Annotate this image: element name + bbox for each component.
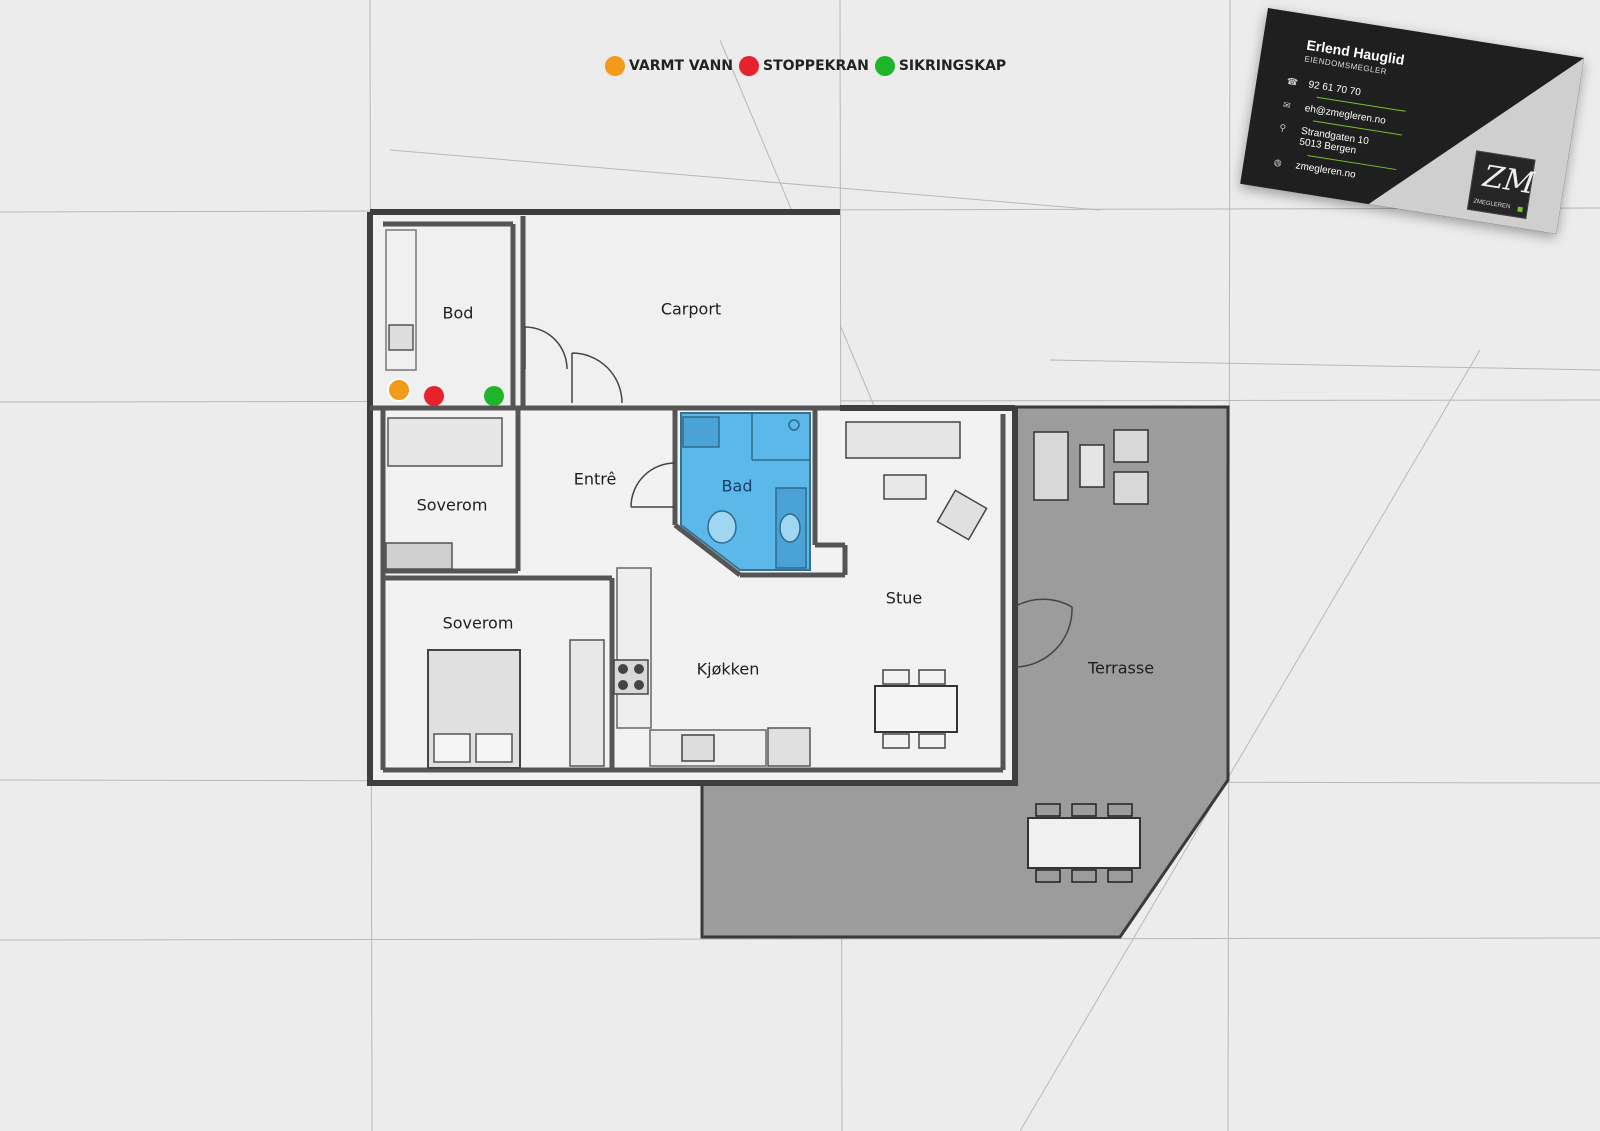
room-label-terrasse: Terrasse	[1087, 658, 1155, 678]
card-phone: 92 61 70 70	[1307, 79, 1362, 99]
terrace-chair	[1035, 803, 1061, 817]
room-label-entre: Entrê	[573, 469, 617, 489]
bath-sink	[779, 513, 801, 543]
armchair	[936, 489, 988, 541]
logo-accent-square	[1517, 206, 1523, 213]
small-bed	[387, 417, 503, 467]
dining-table	[874, 685, 958, 733]
wardrobe-small	[385, 542, 453, 570]
card-web: zmegleren.no	[1294, 160, 1357, 181]
burner	[634, 680, 644, 690]
exterior-walls	[367, 209, 1018, 786]
card-email-row: ✉ eh@zmegleren.no	[1282, 100, 1386, 127]
upper-rooms-floor	[370, 212, 840, 408]
logo-text: ZMEGLEREN	[1472, 198, 1511, 211]
red-dot-icon	[739, 56, 760, 76]
burner	[618, 664, 628, 674]
interior-walls	[370, 216, 1006, 773]
zmegleren-logo: ZM ZMEGLEREN	[1466, 150, 1537, 219]
stove	[613, 659, 649, 695]
room-label-stue: Stue	[885, 588, 923, 608]
terrace-chair	[1035, 869, 1061, 883]
terrace-dining-table	[1027, 817, 1141, 869]
burner	[618, 680, 628, 690]
legend-item-hot-water: VARMT VANN	[605, 56, 733, 76]
dining-chair	[918, 669, 946, 685]
green-dot-icon	[874, 56, 895, 76]
coffee-table	[883, 474, 927, 500]
doors	[524, 326, 1073, 668]
burner	[634, 664, 644, 674]
wardrobe-large	[569, 639, 605, 767]
pillow	[475, 733, 513, 763]
terrace-chair	[1107, 869, 1133, 883]
terrace-chair	[1071, 869, 1097, 883]
fridge	[767, 727, 811, 767]
room-label-bad: Bad	[721, 476, 753, 496]
outdoor-chair	[1113, 429, 1149, 463]
room-label-soverom-large: Soverom	[442, 613, 514, 633]
bod-sink	[388, 324, 414, 351]
card-phone-row: ☎ 92 61 70 70	[1286, 75, 1362, 99]
bath-cabinet	[682, 416, 720, 448]
terrace-chair	[1071, 803, 1097, 817]
dining-chair	[882, 733, 910, 749]
kitchen-sink	[681, 734, 715, 762]
stopcock-marker	[424, 386, 444, 406]
legend-label: SIKRINGSKAP	[898, 58, 1007, 74]
sofa	[845, 421, 961, 459]
mail-icon: ✉	[1282, 99, 1292, 111]
outdoor-table	[1079, 444, 1105, 488]
room-label-carport: Carport	[660, 299, 722, 319]
legend: VARMT VANN STOPPEKRAN SIKRINGSKAP	[605, 54, 1006, 78]
location-pin-icon: ⚲	[1278, 122, 1287, 134]
pillow	[433, 733, 471, 763]
dining-chair	[918, 733, 946, 749]
legend-label: VARMT VANN	[629, 58, 734, 74]
logo-mark-icon: ZM	[1480, 158, 1537, 202]
fuse-box-marker	[484, 386, 504, 406]
dining-chair	[882, 669, 910, 685]
room-label-soverom-small: Soverom	[416, 495, 488, 515]
shower-head	[788, 419, 800, 431]
hot-water-marker	[387, 378, 411, 402]
outdoor-chair	[1113, 471, 1149, 505]
outdoor-sofa	[1033, 431, 1069, 501]
legend-item-stopcock: STOPPEKRAN	[739, 56, 869, 76]
toilet	[707, 510, 737, 544]
legend-item-fuse-box: SIKRINGSKAP	[874, 56, 1007, 76]
terrace-chair	[1107, 803, 1133, 817]
room-label-kjokken: Kjøkken	[696, 659, 760, 679]
globe-icon: ◍	[1273, 156, 1283, 169]
bod-shelf	[385, 229, 417, 371]
phone-icon: ☎	[1286, 75, 1299, 88]
orange-dot-icon	[605, 56, 625, 76]
kitchen-counter	[616, 567, 652, 729]
room-label-bod: Bod	[442, 303, 474, 323]
legend-label: STOPPEKRAN	[763, 58, 869, 74]
